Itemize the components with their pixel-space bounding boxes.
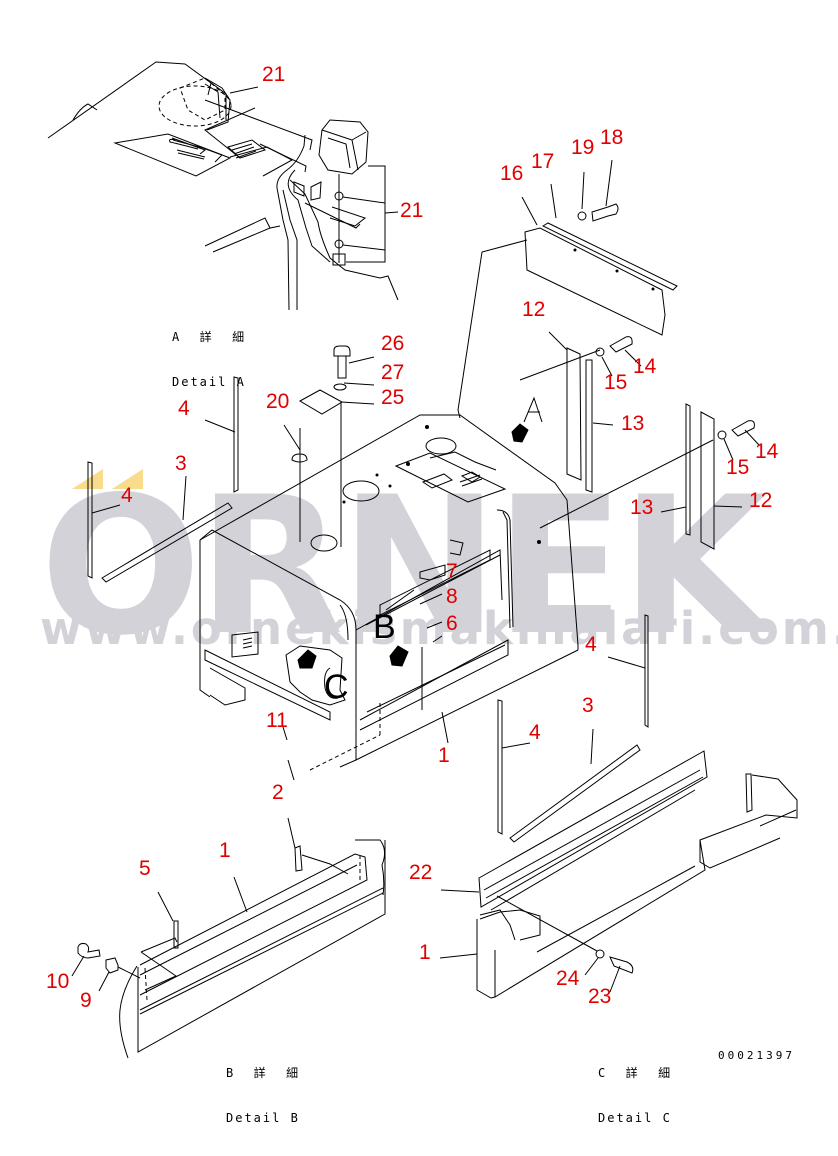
seals-right-drawing (497, 614, 649, 843)
callout-4: 4 (178, 397, 190, 420)
callout-9: 9 (80, 989, 92, 1012)
watermark-url: www.ornekismakinalari.com.tr (40, 602, 838, 655)
detail-c-caption-jp: C 詳 細 (598, 1066, 673, 1080)
figure-number: 00021397 (718, 1049, 795, 1062)
callout-25: 25 (381, 386, 405, 409)
detail-a-caption-jp: A 詳 細 (172, 330, 247, 344)
callout-10: 10 (46, 970, 70, 993)
callout-22: 22 (409, 861, 433, 884)
callout-3: 3 (582, 694, 594, 717)
callout-1: 1 (219, 839, 231, 862)
callout-1: 1 (419, 941, 431, 964)
parts-diagram-canvas: ORNEK www.ornekismakinalari.com.tr (40, 61, 838, 1125)
callout-23: 23 (588, 985, 612, 1008)
detail-a-caption: A 詳 細 Detail A (172, 300, 246, 420)
callout-1: 1 (438, 744, 450, 767)
detail-a-drawing (47, 61, 399, 311)
cover-panel-drawing (457, 159, 678, 419)
callout-14: 14 (633, 355, 657, 378)
callout-4: 4 (585, 633, 597, 656)
main-hood-box-drawing (182, 356, 579, 781)
callout-15: 15 (604, 371, 628, 394)
callout-21: 21 (262, 63, 286, 86)
callout-6: 6 (446, 612, 458, 635)
detail-b-caption-jp: B 詳 細 (226, 1066, 301, 1080)
detail-c-caption-en: Detail C (598, 1111, 672, 1125)
view-marker-c: C (324, 668, 349, 706)
watermark-brand: ORNEK (40, 456, 768, 677)
detail-c-caption: C 詳 細 Detail C (598, 1036, 672, 1156)
strip-12-13-upper-drawing (519, 331, 642, 493)
detail-c-drawing (439, 750, 798, 999)
detail-a-caption-en: Detail A (172, 375, 246, 389)
callout-8: 8 (446, 585, 458, 608)
callout-21: 21 (400, 199, 424, 222)
watermark-letters: ORNEK (40, 472, 768, 662)
callout-4: 4 (529, 721, 541, 744)
callout-12: 12 (749, 489, 773, 512)
strip-12-13-right-drawing (539, 403, 760, 550)
callout-13: 13 (630, 496, 654, 519)
callout-3: 3 (175, 452, 187, 475)
callout-20: 20 (266, 390, 290, 413)
callout-13: 13 (621, 412, 645, 435)
callout-4: 4 (121, 484, 133, 507)
line-drawing (47, 61, 798, 1059)
callout-26: 26 (381, 332, 405, 355)
callout-15: 15 (726, 456, 750, 479)
callout-16: 16 (500, 162, 524, 185)
callout-27: 27 (381, 361, 405, 384)
callout-11: 11 (266, 709, 288, 732)
seals-left-drawing (87, 376, 239, 583)
callout-14: 14 (755, 440, 779, 463)
callout-17: 17 (531, 150, 555, 173)
callout-24: 24 (556, 967, 580, 990)
callout-2: 2 (272, 781, 284, 804)
detail-b-caption-en: Detail B (226, 1111, 300, 1125)
callout-12: 12 (522, 298, 546, 321)
callout-7: 7 (446, 560, 458, 583)
callout-18: 18 (600, 126, 624, 149)
detail-b-caption: B 詳 細 Detail B (226, 1036, 300, 1156)
callout-5: 5 (139, 857, 151, 880)
callout-19: 19 (571, 136, 595, 159)
detail-b-drawing (71, 817, 386, 1059)
view-marker-b: B (373, 608, 396, 646)
hardware-top-drawing (291, 345, 351, 463)
